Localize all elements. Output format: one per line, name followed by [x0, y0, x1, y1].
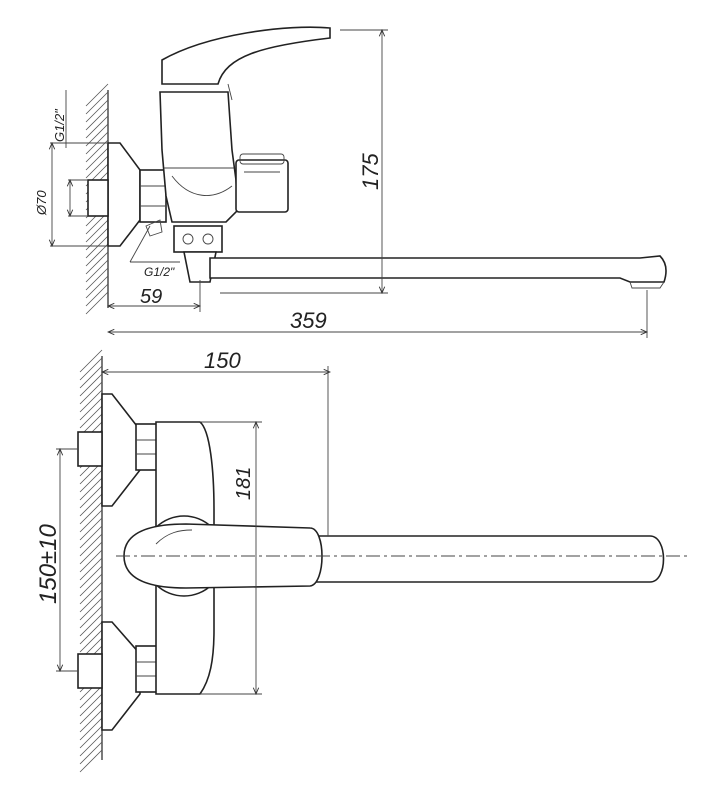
wall-hatch-line	[85, 139, 109, 163]
wall-hatch-line	[85, 283, 109, 307]
wall-hatch-line	[79, 501, 103, 525]
dim-side-height: 175	[358, 153, 383, 190]
wall-hatch-line	[85, 275, 109, 299]
wall-hatch-line	[79, 397, 103, 421]
wall-hatch-line	[85, 251, 109, 275]
wall-hatch-line	[79, 589, 103, 613]
wall-hatch-line	[79, 717, 103, 741]
wall-hatch-line	[79, 621, 103, 645]
side-inlet-pipe	[87, 179, 109, 217]
wall-hatch-line	[79, 613, 103, 637]
wall-hatch-line	[79, 541, 103, 565]
wall-hatch-line	[79, 373, 103, 397]
wall-hatch-line	[79, 493, 103, 517]
side-spout	[209, 255, 667, 283]
wall-hatch-line	[85, 235, 109, 259]
wall-hatch-line	[79, 629, 103, 653]
wall-hatch-line	[85, 267, 109, 291]
wall-hatch-line	[79, 533, 103, 557]
wall-hatch-line	[79, 565, 103, 589]
dim-thread-bottom: G1/2"	[144, 265, 175, 279]
wall-hatch-line	[79, 469, 103, 493]
wall-hatch-line	[85, 99, 109, 123]
wall-hatch-line	[79, 693, 103, 717]
wall-hatch-line	[79, 357, 103, 381]
wall-hatch-line	[79, 389, 103, 413]
wall-hatch-line	[85, 155, 109, 179]
wall-hatch-line	[85, 219, 109, 243]
wall-hatch-line	[79, 733, 103, 757]
wall-hatch-line	[85, 243, 109, 267]
dim-thread-top: G1/2"	[52, 108, 67, 142]
wall-hatch-line	[79, 509, 103, 533]
side-view: 175 G1/2" Ø70 G1/2" 59 359	[34, 26, 667, 338]
wall-hatch-line	[79, 405, 103, 429]
wall-hatch-line	[79, 549, 103, 573]
wall-hatch-line	[79, 597, 103, 621]
dim-front-width: 150	[204, 348, 241, 373]
wall-hatch-line	[85, 83, 109, 107]
wall-hatch-line	[79, 573, 103, 597]
side-spout-base	[173, 225, 223, 253]
side-diverter	[235, 159, 289, 213]
wall-hatch-line	[79, 365, 103, 389]
side-nut	[139, 169, 167, 223]
wall-hatch-line	[79, 709, 103, 733]
dim-front-height: 181	[233, 467, 255, 500]
dim-diameter: Ø70	[34, 190, 49, 216]
dim-center-distance: 150±10	[35, 523, 62, 604]
dim-offset: 59	[140, 286, 162, 308]
wall-hatch-line	[85, 147, 109, 171]
front-wall	[79, 349, 103, 773]
wall-hatch-line	[79, 685, 103, 709]
wall-hatch-line	[79, 517, 103, 541]
side-body	[159, 91, 239, 223]
wall-hatch-line	[79, 557, 103, 581]
wall-hatch-line	[85, 123, 109, 147]
wall-hatch-line	[79, 749, 103, 773]
front-flange-bottom	[101, 621, 141, 731]
wall-hatch-line	[79, 477, 103, 501]
wall-hatch-line	[79, 605, 103, 629]
wall-hatch-line	[85, 115, 109, 139]
dim-total-length: 359	[290, 308, 327, 333]
front-flange-top	[101, 393, 141, 507]
wall-hatch-line	[79, 381, 103, 405]
side-handle	[161, 26, 331, 85]
wall-hatch-line	[79, 525, 103, 549]
wall-hatch-line	[85, 259, 109, 283]
wall-hatch-line	[79, 485, 103, 509]
front-view: 150 181 150±10	[35, 348, 690, 773]
front-spout	[299, 535, 665, 583]
wall-hatch-line	[79, 581, 103, 605]
wall-hatch-line	[85, 107, 109, 131]
wall-hatch-line	[85, 91, 109, 115]
wall-hatch-line	[79, 701, 103, 725]
wall-hatch-line	[79, 349, 103, 373]
side-flange	[107, 142, 141, 247]
wall-hatch-line	[85, 291, 109, 315]
wall-hatch-line	[79, 741, 103, 765]
wall-hatch-line	[79, 725, 103, 749]
